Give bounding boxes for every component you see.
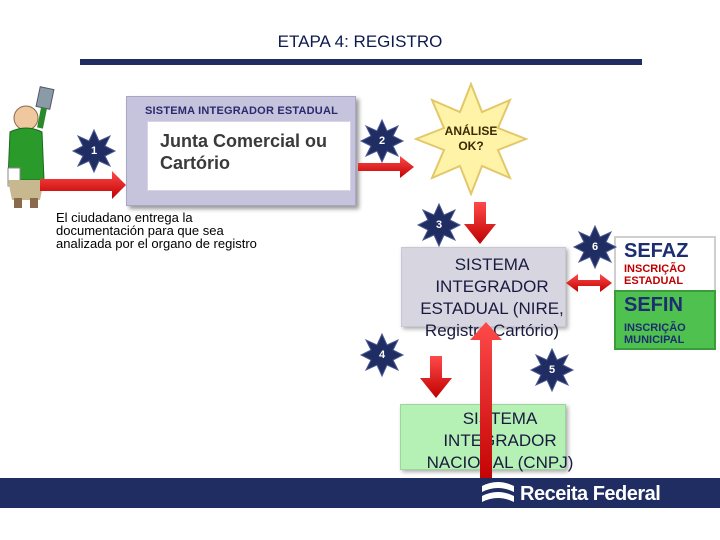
arrow-nacional-to-estadual: [470, 322, 502, 488]
star-shape: [71, 128, 117, 174]
page-title: ETAPA 4: REGISTRO: [277, 32, 443, 51]
sefaz-box: SEFAZ INSCRIÇÃO ESTADUAL: [614, 236, 716, 292]
star-shape: [359, 332, 405, 378]
analise-label: ANÁLISE OK?: [444, 124, 498, 153]
step-number: 4: [378, 349, 386, 361]
arrow-estadual-to-nacional: [420, 356, 452, 398]
sefaz-title: SEFAZ: [624, 240, 689, 262]
step-3-marker: 3: [416, 202, 462, 248]
junta-comercial-panel: SISTEMA INTEGRADOR ESTADUAL Junta Comerc…: [126, 96, 356, 206]
arrow-estadual-sefaz-sefin: [566, 274, 612, 292]
step-5-marker: 5: [529, 347, 575, 393]
panel-inner-card: Junta Comercial ou Cartório: [147, 121, 351, 191]
arrow-panel-to-analise: [358, 156, 414, 178]
sefin-box: SEFIN INSCRIÇÃO MUNICIPAL: [614, 290, 716, 350]
panel-header: SISTEMA INTEGRADOR ESTADUAL: [145, 105, 339, 117]
step-6-marker: 6: [572, 224, 618, 270]
step-number: 3: [435, 219, 443, 231]
receita-federal-brand: Receita Federal: [520, 483, 661, 505]
footer-bar: [0, 478, 720, 508]
sefin-subtitle: INSCRIÇÃO MUNICIPAL: [624, 322, 686, 346]
receita-federal-logo-icon: [482, 482, 514, 502]
star-shape: [416, 202, 462, 248]
step-number: 5: [548, 364, 556, 376]
star-shape: [529, 347, 575, 393]
sefin-title: SEFIN: [624, 294, 683, 316]
star-shape: [572, 224, 618, 270]
analise-star-shape: [414, 82, 528, 196]
step-number: 1: [90, 145, 98, 157]
analise-decision-star: ANÁLISE OK?: [414, 82, 528, 196]
sistema-estadual-label: SISTEMA INTEGRADOR ESTADUAL (NIRE, Regis…: [420, 255, 564, 340]
caption-text: El ciudadano entrega la documentación pa…: [56, 210, 257, 251]
step-4-marker: 4: [359, 332, 405, 378]
step-number: 6: [591, 241, 599, 253]
arrow-citizen-to-panel: [40, 171, 126, 199]
sistema-estadual-box: [401, 247, 566, 327]
step-number: 2: [378, 135, 386, 147]
arrow-analise-to-estadual: [464, 202, 496, 244]
title-underline: [80, 59, 642, 65]
panel-title: Junta Comercial ou Cartório: [160, 131, 328, 173]
step-2-marker: 2: [359, 118, 405, 164]
step-1-marker: 1: [71, 128, 117, 174]
sefaz-subtitle: INSCRIÇÃO ESTADUAL: [624, 263, 686, 287]
star-shape: [359, 118, 405, 164]
citizen-figure-icon: [0, 80, 70, 210]
